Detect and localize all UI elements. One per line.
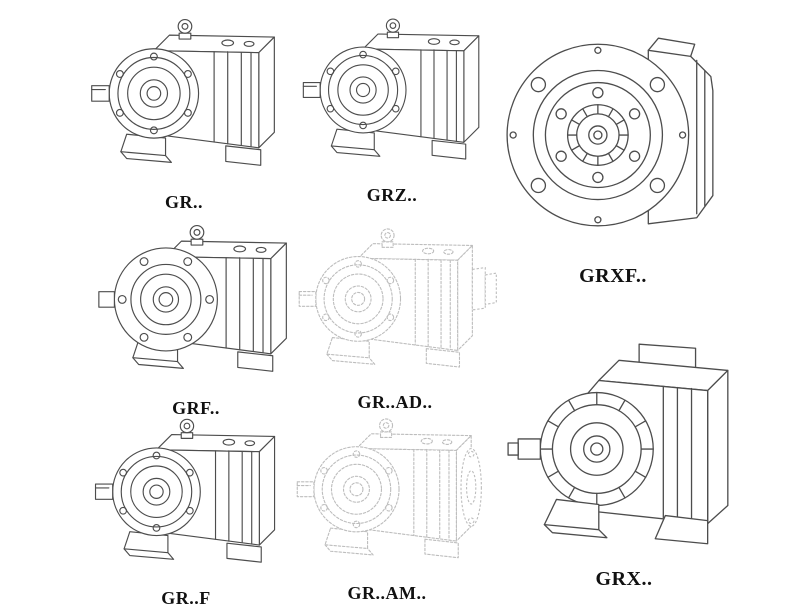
- gearbox-foot-mounted-drawing: [294, 6, 490, 179]
- gearbox-foot-mounted-drawing: [82, 6, 286, 186]
- figure-grxf: GRXF..: [497, 14, 729, 288]
- gearbox-motor-flange-drawing: [288, 406, 482, 577]
- gearbox-shaft-input-drawing: [290, 216, 497, 386]
- figure-grf: GRF..: [94, 212, 298, 419]
- figure-gr: GR..: [82, 6, 286, 213]
- figure-label-grz: GRZ..: [366, 184, 418, 205]
- figure-label-grx: GRX..: [595, 567, 653, 590]
- motor-flange: [460, 448, 482, 527]
- figure-label-gr-ad: GR..AD..: [357, 392, 433, 413]
- figure-label-grf: GRF..: [172, 397, 220, 418]
- figure-gr-f: GR..F: [86, 406, 286, 609]
- figure-gr-am: GR..AM..: [288, 406, 486, 604]
- figure-label-gr-f: GR..F: [161, 588, 211, 609]
- figure-label-grxf: GRXF..: [579, 265, 647, 288]
- figure-grz: GRZ..: [294, 6, 490, 206]
- figure-grx: GRX..: [498, 318, 750, 591]
- gearbox-flange-mounted-drawing: [94, 212, 298, 392]
- gearbox-foot-mounted-drawing: [86, 406, 286, 582]
- gearbox-front-flange-drawing: [506, 37, 714, 227]
- gearbox-large-iso-drawing: [507, 343, 729, 545]
- figure-label-gr-am: GR..AM..: [347, 583, 427, 604]
- figure-label-gr: GR..: [165, 191, 203, 212]
- input-adapter: [471, 267, 497, 311]
- figure-gr-ad: GR..AD..: [290, 216, 500, 413]
